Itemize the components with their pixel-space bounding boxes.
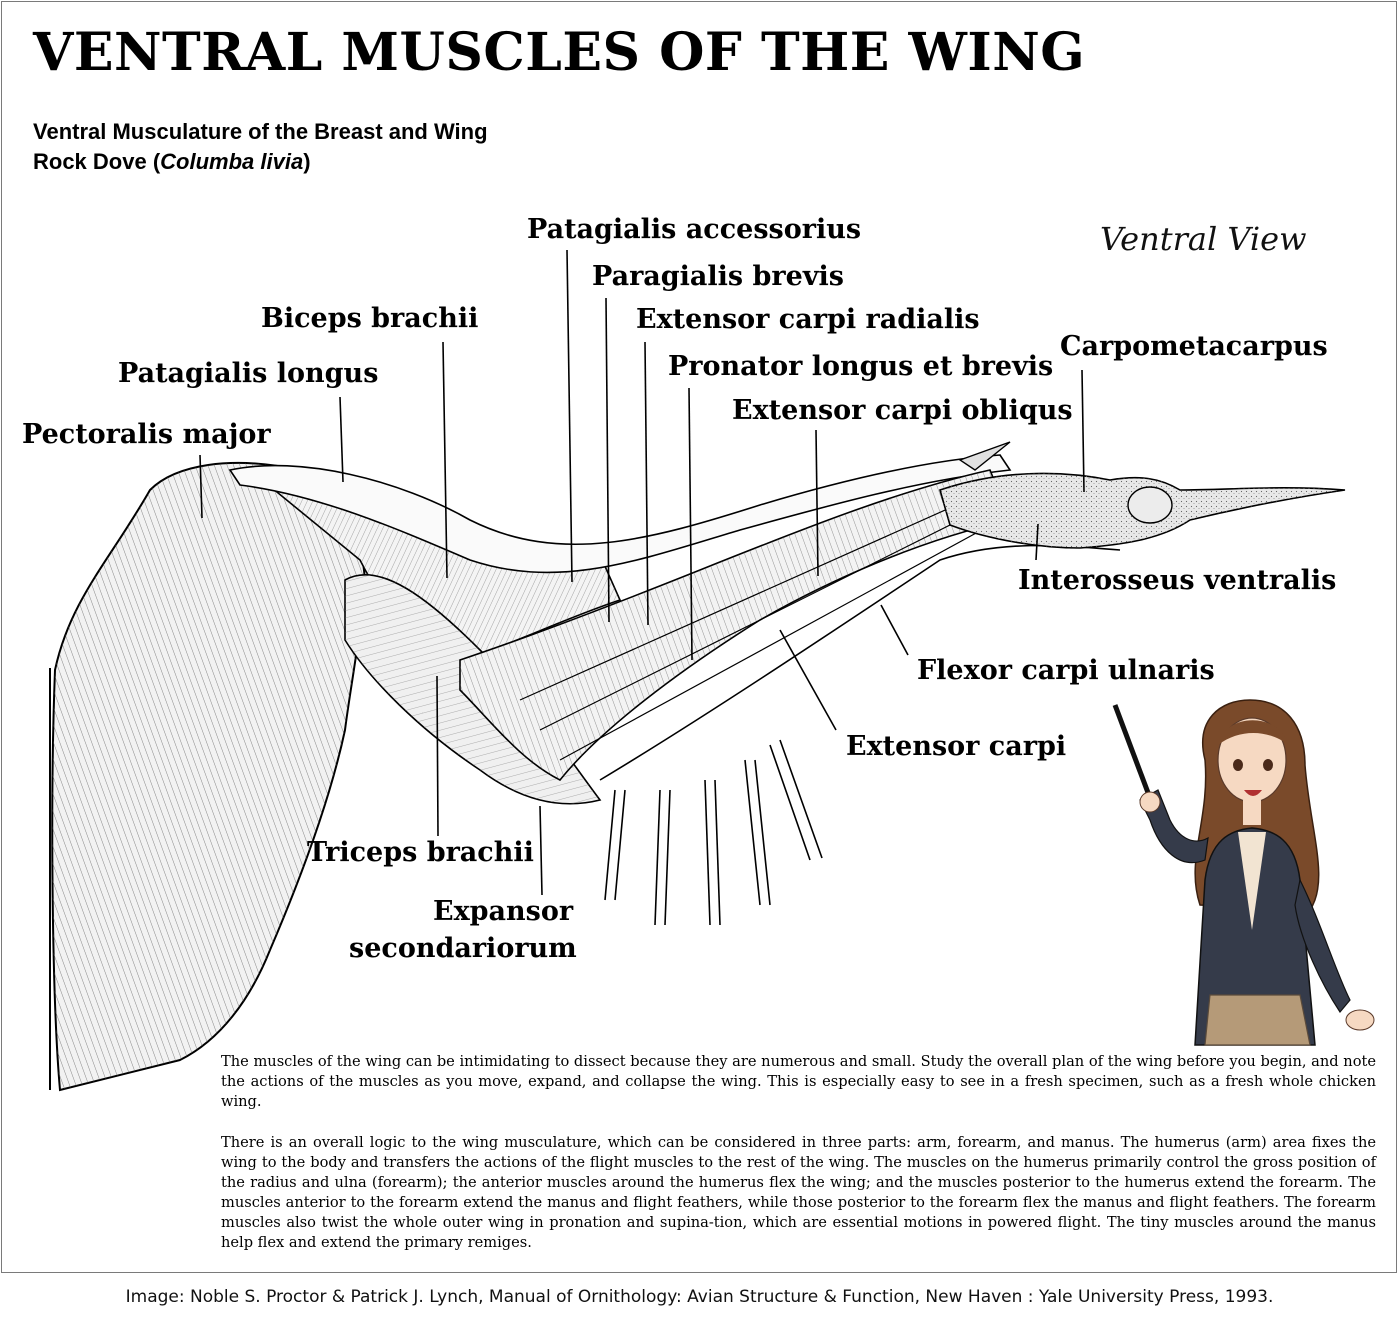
page-title: VENTRAL MUSCLES OF THE WING: [33, 22, 1086, 83]
label-patagialis-longus: Patagialis longus: [118, 358, 379, 389]
label-pectoralis-major: Pectoralis major: [22, 419, 271, 450]
description-paragraph-2: There is an overall logic to the wing mu…: [221, 1134, 1376, 1251]
image-credit: Image: Noble S. Proctor & Patrick J. Lyn…: [125, 1287, 1274, 1307]
view-label: Ventral View: [1100, 220, 1307, 258]
label-expansor-line-2: secondariorum: [349, 933, 577, 964]
patagium-shape: [228, 454, 1012, 574]
label-paragialis-brevis: Paragialis brevis: [592, 261, 844, 292]
label-extensor-carpi-radialis: Extensor carpi radialis: [636, 304, 980, 335]
label-flexor-carpi-ulnaris: Flexor carpi ulnaris: [917, 655, 1215, 686]
forearm-muscles: [459, 469, 1121, 782]
label-carpometacarpus: Carpometacarpus: [1060, 331, 1328, 362]
label-extensor-carpi-obliqus: Extensor carpi obliqus: [732, 395, 1073, 426]
subtitle-prefix: Rock Dove (: [33, 149, 161, 174]
subtitle-suffix: ): [303, 149, 311, 174]
leader-lines: [199, 249, 1085, 896]
label-extensor-carpi: Extensor carpi: [846, 731, 1067, 762]
label-pronator: Pronator longus et brevis: [668, 351, 1054, 382]
subtitle-line-1: Ventral Musculature of the Breast and Wi…: [33, 119, 488, 144]
label-interosseus-ventralis: Interosseus ventralis: [1018, 565, 1337, 596]
label-patagialis-accessorius: Patagialis accessorius: [527, 214, 862, 245]
label-expansor-line-1: Expansor: [433, 896, 574, 927]
label-triceps-brachii: Triceps brachii: [307, 837, 534, 868]
species-name: Columba livia: [160, 149, 304, 174]
subtitle-line-2: Rock Dove (Columba livia): [33, 149, 311, 175]
presenter-illustration: [1112, 699, 1375, 1046]
pectoralis-muscle-shape: [49, 461, 367, 1092]
manus-bones: [939, 441, 1346, 549]
feather-shafts: [604, 739, 823, 926]
description-paragraph-1: The muscles of the wing can be intimidat…: [221, 1053, 1376, 1110]
label-biceps-brachii: Biceps brachii: [261, 303, 479, 334]
